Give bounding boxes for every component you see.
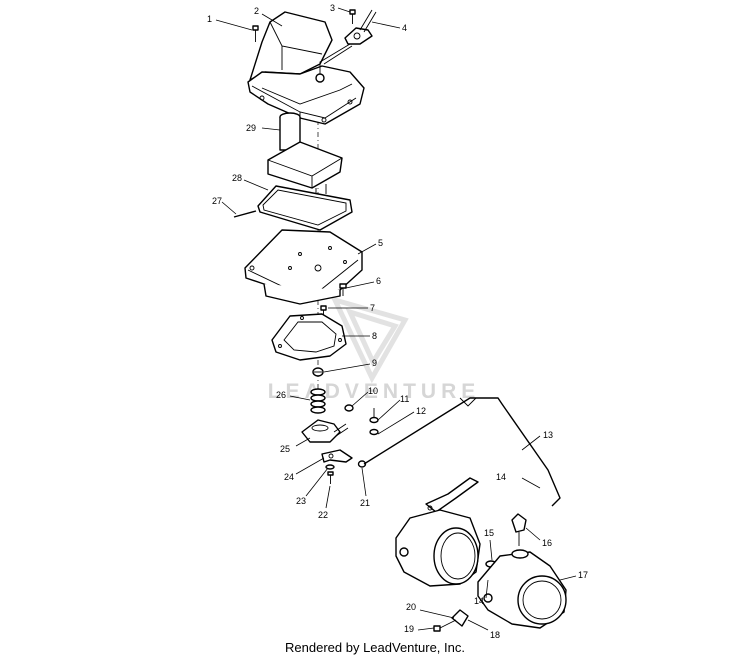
callout-16: 16 <box>542 538 552 548</box>
callout-24: 24 <box>284 472 294 482</box>
callout-11: 11 <box>400 394 409 404</box>
part-19-screw[interactable] <box>433 619 457 632</box>
part-8-diaphragm[interactable] <box>271 313 347 361</box>
callout-4: 4 <box>402 23 407 33</box>
part-6-pin[interactable] <box>339 283 347 296</box>
callout-7: 7 <box>370 303 375 313</box>
part-25-throttle-housing[interactable] <box>301 419 349 443</box>
callout-2: 2 <box>254 6 259 16</box>
part-22-screw[interactable] <box>327 471 334 484</box>
callout-26: 26 <box>276 390 286 400</box>
part-1-screw[interactable] <box>252 25 259 42</box>
callout-23: 23 <box>296 496 306 506</box>
credit-text: Rendered by LeadVenture, Inc. <box>285 640 465 655</box>
part-28-gasket[interactable] <box>257 185 353 231</box>
callout-20: 20 <box>406 602 416 612</box>
part-11-washer[interactable] <box>369 408 379 436</box>
part-24-lever[interactable] <box>321 449 353 463</box>
callout-27: 27 <box>212 196 222 206</box>
callout-15: 15 <box>484 528 494 538</box>
callout-5: 5 <box>378 238 383 248</box>
callout-1: 1 <box>207 14 212 24</box>
callout-18: 18 <box>490 630 500 640</box>
part-13-throttle-rod[interactable] <box>363 397 561 507</box>
callout-10: 10 <box>368 386 378 396</box>
part-17-throttle-body[interactable] <box>477 549 567 629</box>
callout-29: 29 <box>246 123 256 133</box>
part-2-cover[interactable] <box>247 11 365 125</box>
leader-lines <box>215 7 577 631</box>
part-16-fitting[interactable] <box>511 513 527 546</box>
callout-17: 17 <box>578 570 588 580</box>
throttle-arm[interactable] <box>425 477 479 513</box>
throttle-body-upper[interactable] <box>395 509 481 587</box>
part-26-spring[interactable] <box>310 388 326 414</box>
callout-21: 21 <box>360 498 370 508</box>
callout-14-upper: 14 <box>496 472 506 482</box>
part-10-nut[interactable] <box>344 404 354 412</box>
callout-labels: 1 2 3 4 5 6 7 8 9 10 11 12 13 14 14 15 1… <box>207 3 588 640</box>
part-5-carburetor-body[interactable] <box>244 229 363 305</box>
watermark-logo <box>330 296 409 384</box>
callout-9: 9 <box>372 358 377 368</box>
callout-14-lower: 14 <box>474 596 484 606</box>
part-9-needle-seat[interactable] <box>312 367 324 377</box>
callout-13: 13 <box>543 430 553 440</box>
part-18-fitting[interactable] <box>451 609 469 627</box>
callout-6: 6 <box>376 276 381 286</box>
callout-22: 22 <box>318 510 328 520</box>
part-3-screw[interactable] <box>349 9 356 24</box>
part-4-vent-tube[interactable] <box>315 9 377 83</box>
part-28-float-base[interactable] <box>267 141 343 200</box>
callout-12: 12 <box>416 406 426 416</box>
callout-28: 28 <box>232 173 242 183</box>
part-27-pin[interactable] <box>233 210 257 218</box>
callout-19: 19 <box>404 624 414 634</box>
part-21-nut[interactable] <box>357 460 367 468</box>
callout-8: 8 <box>372 331 377 341</box>
callout-3: 3 <box>330 3 335 13</box>
callout-25: 25 <box>280 444 290 454</box>
